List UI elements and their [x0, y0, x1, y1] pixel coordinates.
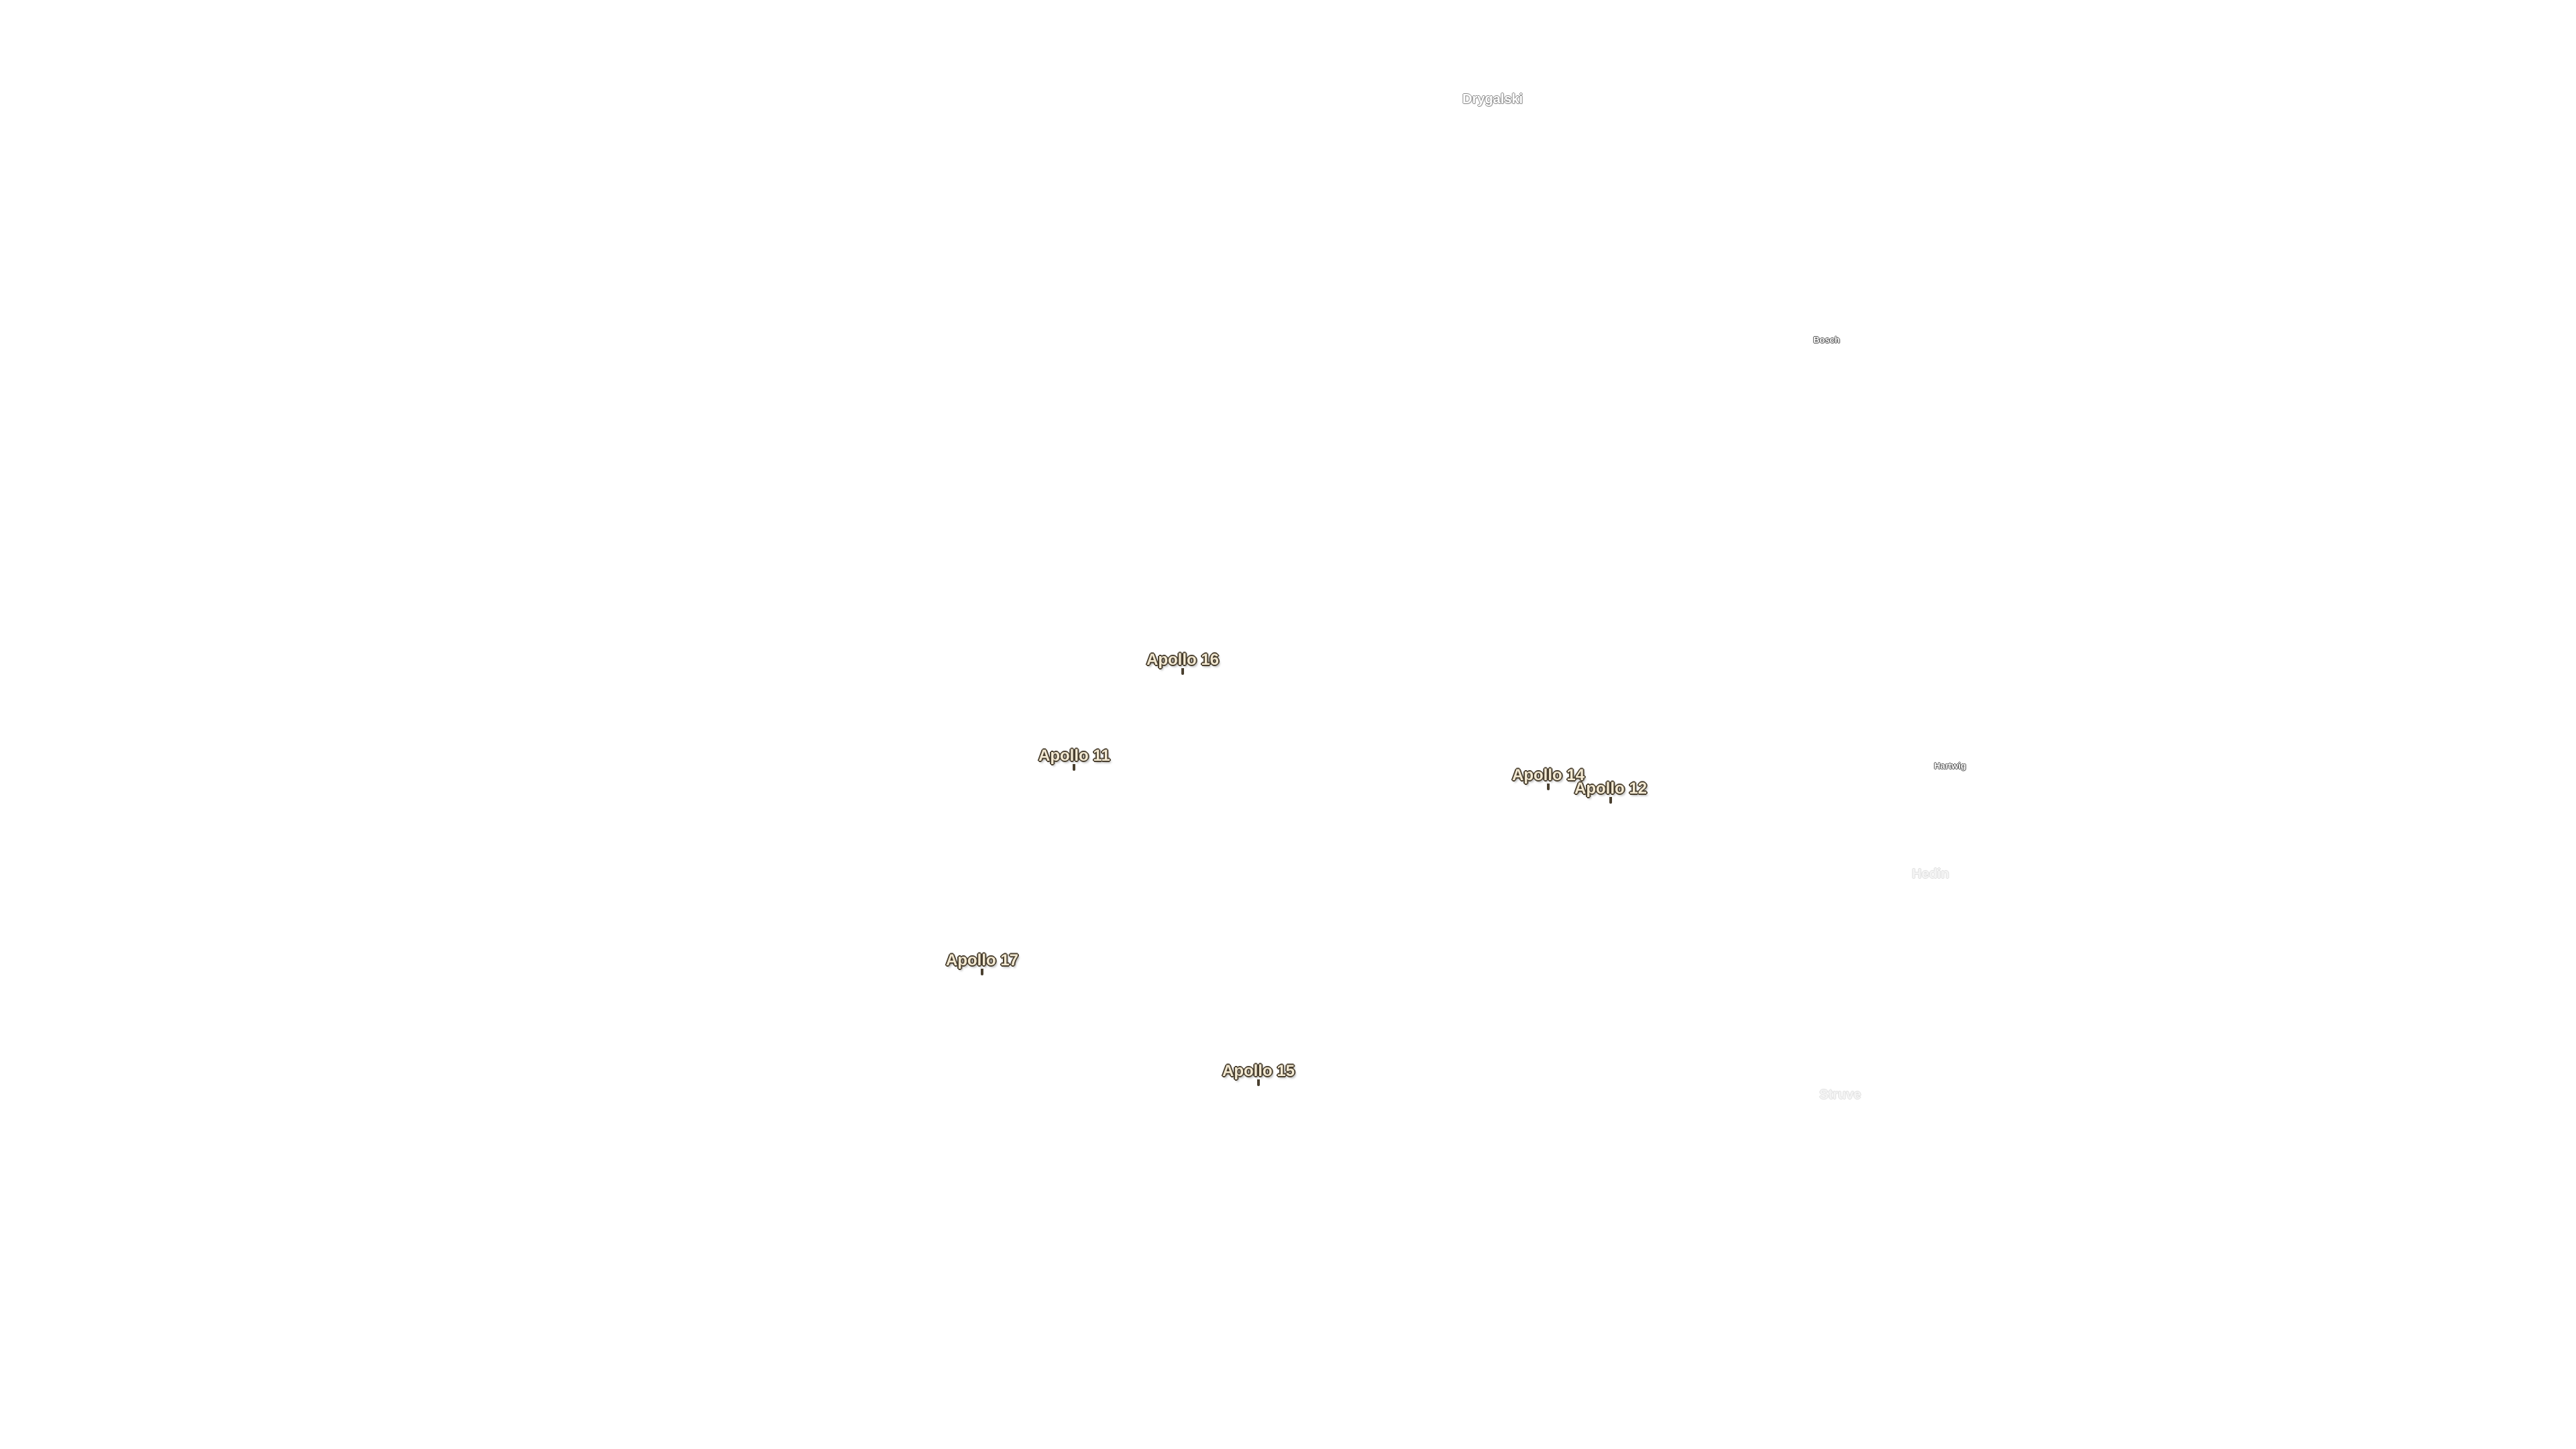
landing-site-apollo-11[interactable]: Apollo 11	[1038, 747, 1110, 771]
landing-site-label: Apollo 11	[1038, 747, 1110, 765]
crater-label-bosch[interactable]: Bosch	[1813, 335, 1840, 345]
crater-label-struve[interactable]: Struve	[1819, 1087, 1862, 1102]
landing-site-apollo-12[interactable]: Apollo 12	[1574, 780, 1648, 804]
landing-site-label: Apollo 17	[946, 951, 1019, 969]
landing-site-marker	[1609, 797, 1612, 804]
landing-site-apollo-17[interactable]: Apollo 17	[946, 951, 1019, 975]
landing-site-label: Apollo 14	[1512, 766, 1585, 784]
landing-site-marker	[1257, 1079, 1260, 1086]
landing-site-label: Apollo 12	[1574, 780, 1648, 798]
landing-site-apollo-14[interactable]: Apollo 14	[1512, 766, 1585, 790]
landing-site-label: Apollo 15	[1222, 1062, 1295, 1080]
crater-label-hedin[interactable]: Hedin	[1912, 867, 1949, 881]
crater-label-hartwig[interactable]: Hartwig	[1934, 761, 1966, 771]
landing-site-marker	[981, 969, 983, 975]
landing-site-marker	[1181, 668, 1184, 675]
landing-site-marker	[1073, 764, 1076, 771]
landing-site-apollo-16[interactable]: Apollo 16	[1146, 651, 1220, 675]
landing-site-apollo-15[interactable]: Apollo 15	[1222, 1062, 1295, 1086]
crater-label-drygalski[interactable]: Drygalski	[1462, 92, 1523, 107]
landing-site-marker	[1547, 784, 1550, 790]
landing-site-label: Apollo 16	[1146, 651, 1220, 669]
